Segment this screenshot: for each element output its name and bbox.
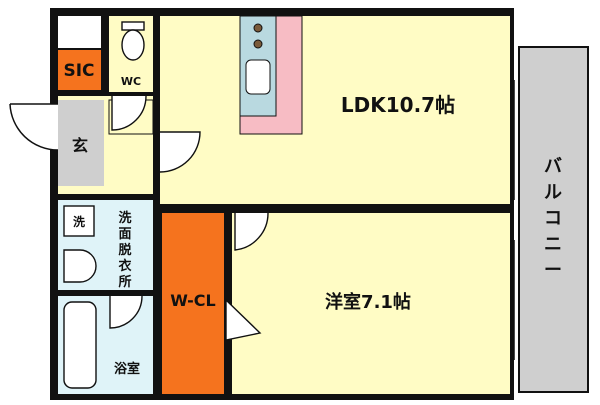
- ldk-room: [160, 16, 510, 204]
- washroom-sink-label: 洗: [73, 214, 85, 229]
- svg-text:ニ: ニ: [544, 234, 562, 255]
- svg-text:ル: ル: [544, 182, 562, 203]
- svg-text:面: 面: [118, 227, 131, 242]
- washroom-label: 洗 面 脱 衣 所: [118, 210, 131, 290]
- entrance-label: 玄: [72, 136, 88, 155]
- svg-text:バ: バ: [544, 156, 562, 177]
- entrance-door: [8, 103, 59, 151]
- washing-machine-icon: [63, 205, 95, 237]
- toilet-icon: [121, 21, 145, 61]
- closet-room: [162, 213, 224, 394]
- balcony-area: [513, 46, 589, 393]
- washbasin-icon: [63, 249, 97, 283]
- bedroom-label: 洋室7.1帖: [325, 291, 411, 313]
- entrance-room: [58, 100, 104, 186]
- ldk-label: LDK10.7帖: [341, 93, 455, 117]
- wc-label: WC: [121, 75, 141, 88]
- sic-label: SIC: [63, 61, 94, 81]
- svg-text:所: 所: [118, 274, 131, 290]
- bathtub-icon: [63, 301, 97, 389]
- svg-text:衣: 衣: [118, 258, 131, 274]
- sic-room: [58, 50, 101, 90]
- svg-text:洗: 洗: [118, 210, 131, 226]
- stove-burner-icon: [253, 23, 263, 49]
- bedroom-room: [232, 213, 510, 394]
- svg-text:ー: ー: [544, 260, 562, 281]
- bathroom-label: 浴室: [114, 361, 140, 377]
- kitchen-sink-icon: [245, 59, 271, 95]
- svg-text:コ: コ: [544, 208, 562, 229]
- svg-text:脱: 脱: [118, 242, 131, 258]
- closet-label: W-CL: [170, 291, 216, 310]
- door-swings: [109, 95, 269, 341]
- kitchen-counter: [239, 15, 303, 135]
- balcony-label: バ ル コ ニ ー: [544, 156, 562, 281]
